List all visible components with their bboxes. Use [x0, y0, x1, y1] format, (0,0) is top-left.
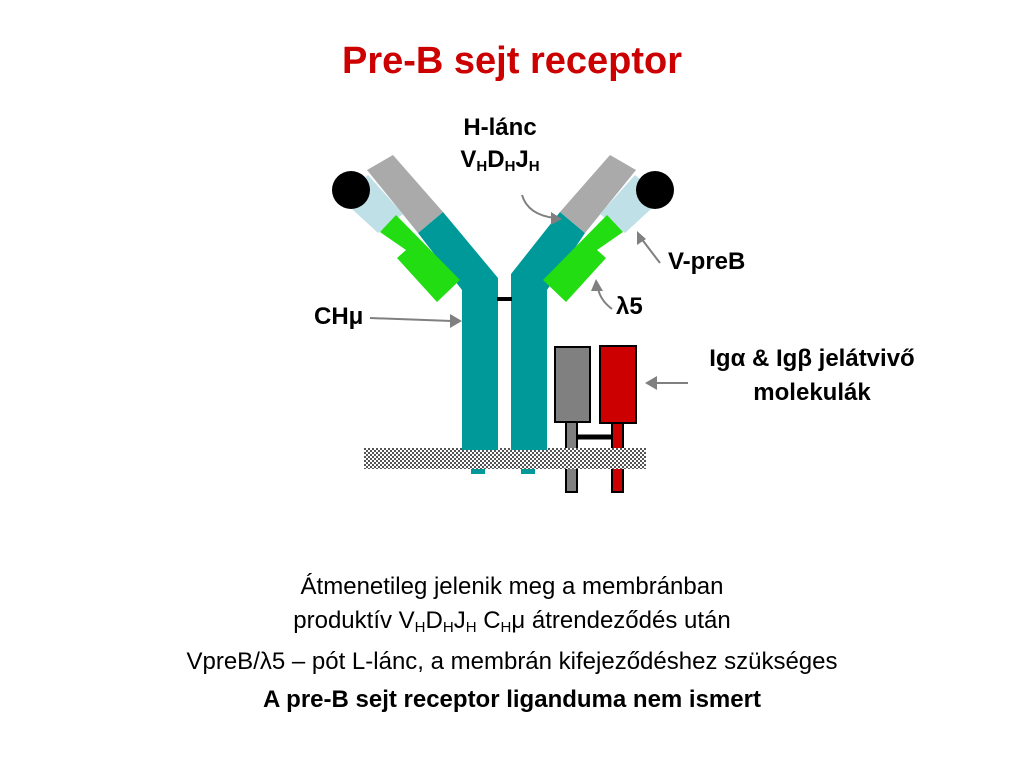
cell-membrane	[364, 448, 646, 469]
ig-label-line1: Igα & Igβ jelátvivő	[709, 345, 915, 372]
conclusion: A pre-B sejt receptor liganduma nem isme…	[263, 686, 761, 713]
arrow-chmu	[369, 317, 453, 322]
knob-right	[636, 171, 674, 209]
vpreb-label: V-preB	[668, 248, 746, 275]
caption: Átmenetileg jelenik meg a membránban pro…	[0, 570, 1024, 679]
pointer-lambda5-head	[591, 279, 603, 291]
pointer-lambda5	[597, 287, 613, 310]
ig-beta	[599, 345, 637, 424]
vh-domain-left	[367, 155, 443, 233]
chmu-label: CHμ	[314, 303, 364, 330]
page-title: Pre-B sejt receptor	[341, 40, 682, 82]
caption-line1: Átmenetileg jelenik meg a membránban	[300, 573, 724, 600]
ig-label-line2: molekulák	[753, 379, 871, 406]
heavy-chain-right	[511, 212, 585, 450]
heavy-chain-left	[418, 212, 498, 450]
lambda5-left	[380, 215, 460, 302]
pointer-vpreb	[640, 237, 661, 264]
ig-alpha-beta-label: Igα & Igβ jelátvivő molekulák	[682, 342, 942, 410]
caption-line3: VpreB/λ5 – pót L-lánc, a membrán kifejez…	[186, 648, 838, 675]
arrow-ig-head	[645, 376, 657, 390]
ig-alpha	[554, 346, 591, 423]
lambda5-label: λ5	[616, 293, 643, 320]
caption-line2: produktív VHDHJH CHμ átrendeződés után	[293, 607, 731, 636]
vh-domain-right	[560, 155, 636, 233]
vdj-label: VHDHJH	[460, 146, 540, 175]
arrow-chmu-head	[450, 314, 462, 328]
pointer-vpreb-head	[637, 231, 646, 245]
h-chain-label: H-lánc VHDHJH	[420, 112, 580, 183]
knob-left	[332, 171, 370, 209]
lambda5-right	[543, 215, 623, 302]
arrow-h-chain-head	[551, 212, 562, 225]
h-chain-name: H-lánc	[463, 114, 537, 141]
arrow-h-chain	[521, 194, 556, 219]
